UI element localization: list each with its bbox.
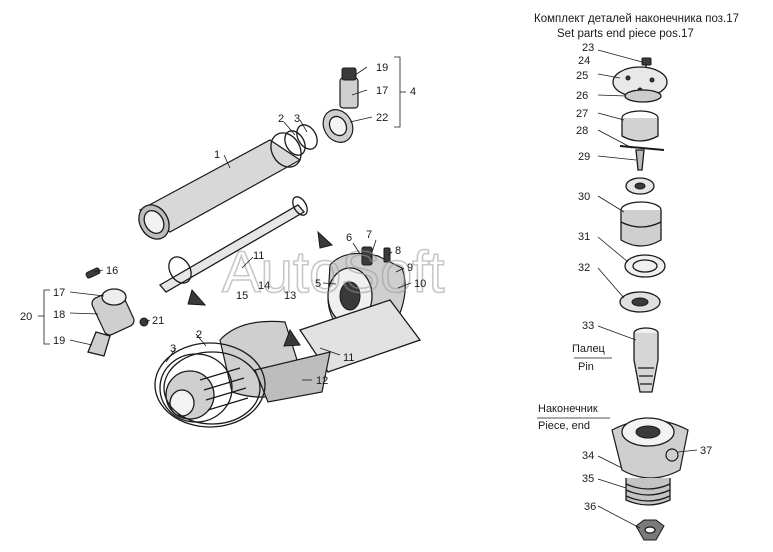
callout-12: 12 [316,375,328,387]
callout-28: 28 [576,125,588,137]
callout-30: 30 [578,191,590,203]
caption-russian: Комплект деталей наконечника поз.17 [534,13,739,25]
callout-3-bottom: 3 [170,343,176,355]
part-4-ball-joint-top [322,67,359,143]
callout-16: 16 [106,265,118,277]
label-pin-en: Pin [578,361,594,373]
callout-14: 14 [258,280,270,292]
label-end-en: Piece, end [538,420,590,432]
callout-19-top: 19 [376,62,388,74]
callout-34: 34 [582,450,594,462]
callout-20: 20 [20,311,32,323]
kit-parts-column [611,57,689,541]
kit-leader-lines [537,49,698,529]
callout-21: 21 [152,315,164,327]
callout-19-left: 19 [53,335,65,347]
tie-rod [158,196,308,293]
callout-17-top: 17 [376,85,388,97]
callout-13: 13 [284,290,296,302]
callout-17-left: 17 [53,287,65,299]
callout-24: 24 [578,55,590,67]
callout-35: 35 [582,473,594,485]
callout-3-top: 3 [294,113,300,125]
callout-2-bottom: 2 [196,329,202,341]
label-end-ru: Наконечник [538,403,598,415]
callout-1: 1 [214,149,220,161]
label-pin-ru: Палец [572,343,606,355]
callout-31: 31 [578,231,590,243]
callout-6: 6 [346,232,352,244]
callout-26: 26 [576,90,588,102]
callout-2-top: 2 [278,113,284,125]
callout-4: 4 [410,86,416,98]
part-2-3-rings-top [284,124,318,156]
assembly-leader-lines [69,66,412,381]
callout-25: 25 [576,70,588,82]
callout-9: 9 [407,262,413,274]
callout-23: 23 [582,42,594,54]
callout-32: 32 [578,262,590,274]
callout-15: 15 [236,290,248,302]
callout-18: 18 [53,309,65,321]
assembly-arrows [187,230,334,347]
callout-33: 33 [582,320,594,332]
left-end-piece [85,267,149,357]
caption-english: Set parts end piece pos.17 [557,28,694,40]
part-1-cylinder-cover [138,132,302,240]
callout-11-upper: 11 [253,250,264,262]
callout-10: 10 [414,278,426,290]
steering-gear-body [159,299,422,423]
watermark: AutoSoft [222,240,444,305]
callout-29: 29 [578,151,590,163]
callout-27: 27 [576,108,588,120]
callout-7: 7 [366,229,372,241]
callout-37: 37 [700,445,712,457]
callout-5: 5 [315,278,321,290]
callout-11-lower: 11 [343,352,354,364]
part-2-3-rings-bottom [154,342,266,428]
callout-36: 36 [584,501,596,513]
callout-8: 8 [395,245,401,257]
callout-22: 22 [376,112,388,124]
